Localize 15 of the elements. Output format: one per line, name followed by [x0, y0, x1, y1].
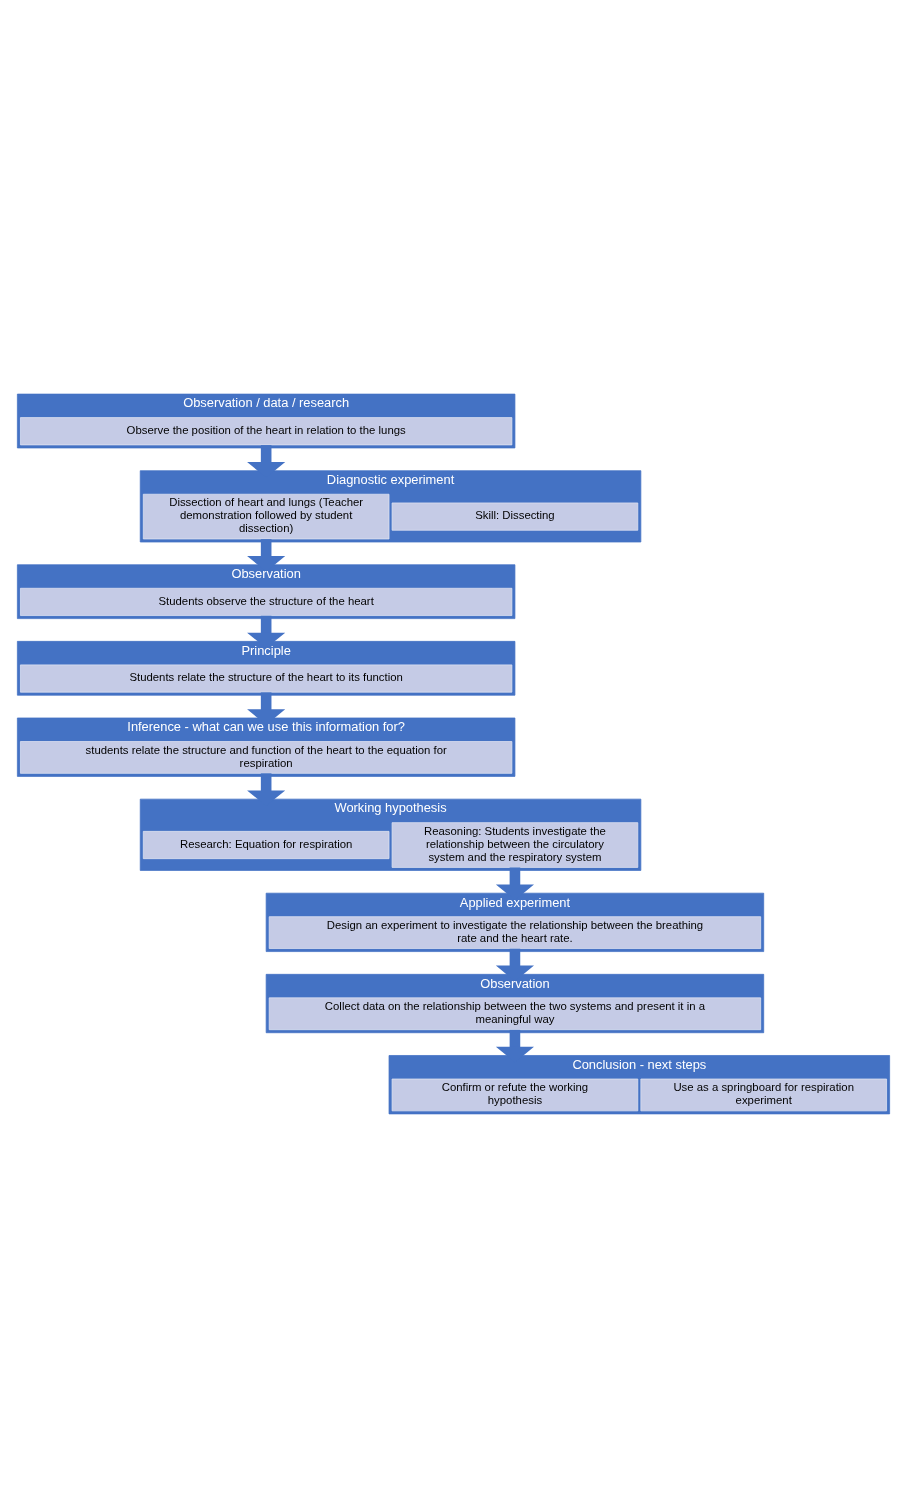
node-box: Skill: Dissecting	[391, 502, 639, 531]
node-box: Collect data on the relationship between the two systems and present it in a meaningful way	[268, 997, 762, 1031]
node-box: Reasoning: Students investigate the relationship between the circulatory system and the respiratory system	[391, 822, 639, 868]
node-box: Students observe the structure of the heart	[20, 587, 513, 616]
arrow	[495, 948, 534, 982]
node-box: Dissection of heart and lungs (Teacher demonstration followed by student dissection)	[142, 493, 390, 540]
arrow	[247, 615, 286, 649]
node-box: Confirm or refute the working hypothesis	[391, 1078, 639, 1112]
arrow	[247, 539, 286, 572]
node-box: Observe the position of the heart in relation to the lungs	[20, 417, 513, 446]
node-box: Students relate the structure of the heart to its function	[20, 664, 513, 693]
node-box: students relate the structure and function of the heart to the equation for respiration	[20, 741, 513, 774]
node-box: Design an experiment to investigate the relationship between the breathing rate and the heart rate.	[268, 916, 762, 949]
node-box: Research: Equation for respiration	[142, 831, 390, 860]
node-box: Use as a springboard for respiration experiment	[640, 1078, 887, 1112]
